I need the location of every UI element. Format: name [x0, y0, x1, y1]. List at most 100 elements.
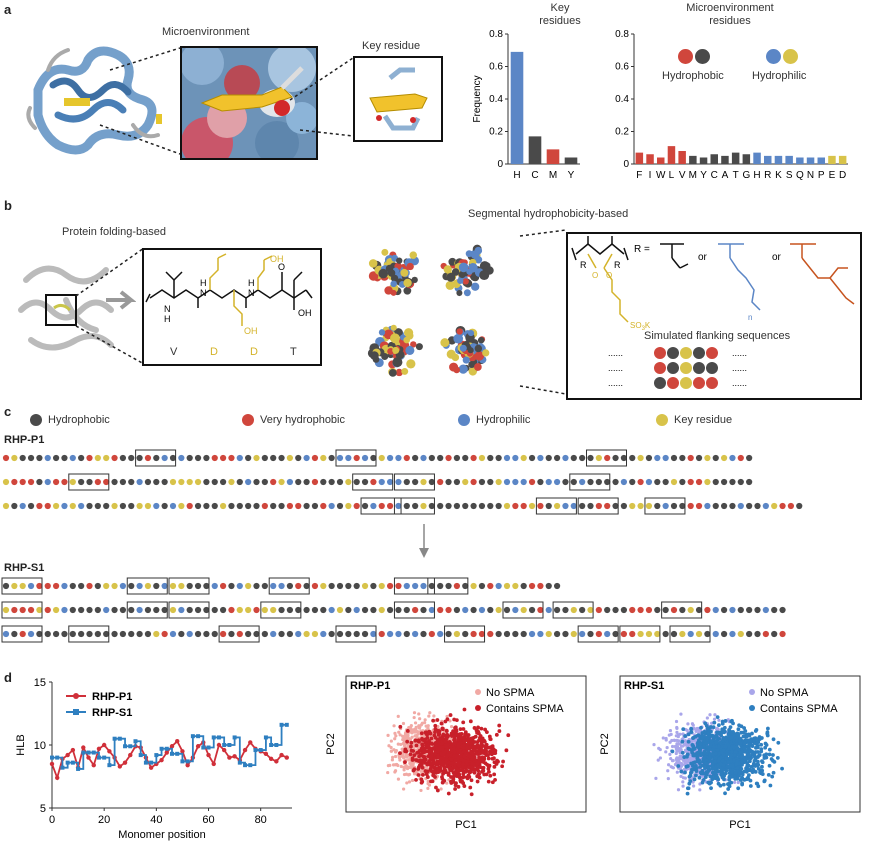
monomer-dot — [395, 630, 402, 638]
chem-or-2: or — [772, 252, 782, 263]
sequence-dot — [680, 347, 692, 359]
monomer-dot — [662, 478, 669, 486]
bar — [510, 51, 524, 164]
monomer-dot — [161, 582, 168, 590]
data-point — [91, 750, 96, 755]
monomer-dot — [554, 478, 561, 486]
monomer-dot — [53, 502, 60, 510]
monomer-dot — [487, 606, 494, 614]
residue-v: V — [170, 346, 178, 358]
data-point — [211, 761, 216, 767]
monomer-dot — [270, 502, 277, 510]
monomer-dot — [595, 502, 602, 510]
monomer-dot — [370, 502, 377, 510]
monomer-dot — [545, 606, 552, 614]
monomer-dot — [44, 454, 51, 462]
monomer-dot — [554, 454, 561, 462]
data-point — [55, 755, 60, 760]
monomer-dot — [320, 478, 327, 486]
monomer-dot — [336, 582, 344, 590]
monomer-dot — [2, 630, 10, 638]
monomer-dot — [245, 630, 252, 638]
monomer-dot — [53, 454, 60, 462]
chem-n-2: N — [200, 288, 207, 298]
panel-c-letter: c — [4, 404, 12, 419]
monomer-structures: R R O O SO3K R = or n or — [571, 236, 855, 332]
monomer-dot — [44, 582, 51, 590]
monomer-dot — [345, 502, 352, 510]
x-tick-label: C — [531, 170, 538, 181]
monomer-dot — [320, 582, 327, 590]
bar — [785, 155, 793, 164]
data-point — [216, 735, 221, 740]
monomer-dot — [2, 582, 10, 590]
key-residue-box — [135, 449, 177, 467]
legend-contains-spma: Contains SPMA — [486, 703, 564, 715]
monomer-dot — [153, 454, 160, 462]
monomer-dot — [303, 478, 310, 486]
monomer-dot — [103, 454, 110, 462]
monomer-dot — [303, 582, 310, 590]
monomer-dot — [103, 502, 110, 510]
key-residue-box — [126, 601, 168, 619]
monomer-dot — [445, 606, 452, 614]
monomer-dot — [370, 606, 377, 614]
monomer-dot — [211, 502, 218, 510]
key-residues-title: Key residues — [539, 2, 581, 27]
monomer-dot — [612, 606, 619, 614]
monomer-dot — [153, 630, 160, 638]
legend-no-spma: No SPMA — [486, 687, 535, 699]
rhp-p1-sequences — [2, 449, 803, 515]
data-point — [86, 750, 91, 755]
monomer-dot — [220, 630, 227, 638]
monomer-dot — [169, 582, 177, 590]
x-tick-label: C — [711, 170, 718, 181]
monomer-dot — [420, 606, 427, 614]
monomer-dot — [520, 478, 527, 486]
monomer-dot — [261, 582, 268, 590]
bar — [796, 157, 804, 164]
monomer-dot — [370, 630, 377, 638]
data-point — [185, 762, 190, 768]
monomer-dot — [545, 478, 552, 486]
monomer-dot — [211, 606, 218, 614]
data-point — [143, 760, 148, 765]
monomer-dot — [19, 630, 26, 638]
monomer-dot — [370, 478, 377, 486]
monomer-dot — [762, 502, 769, 510]
x-tick-label: M — [689, 170, 697, 181]
monomer-dot — [428, 606, 435, 614]
data-point — [284, 755, 289, 760]
monomer-dot — [144, 606, 152, 614]
monomer-dot — [278, 454, 285, 462]
monomer-dot — [445, 630, 452, 638]
monomer-dot — [704, 630, 711, 638]
monomer-dot — [495, 630, 502, 638]
monomer-dot — [512, 454, 519, 462]
monomer-dot — [787, 502, 795, 510]
monomer-dot — [345, 478, 352, 486]
sequence-dot — [693, 377, 705, 389]
data-point — [164, 746, 169, 751]
x-axis-label: Monomer position — [118, 829, 205, 841]
monomer-dot — [554, 606, 561, 614]
data-point — [279, 752, 284, 758]
monomer-dot — [629, 454, 636, 462]
monomer-dot — [562, 606, 569, 614]
monomer-dot — [520, 502, 527, 510]
monomer-dot — [387, 478, 394, 486]
monomer-dot — [746, 454, 753, 462]
monomer-dot — [19, 582, 26, 590]
ellipsis: ...... — [608, 348, 623, 358]
chem-h-1: H — [164, 314, 171, 324]
monomer-dot — [61, 502, 68, 510]
monomer-dot — [612, 478, 619, 486]
hydrophilic-legend-label: Hydrophilic — [752, 70, 807, 82]
sequence-dot — [693, 347, 705, 359]
monomer-dot — [169, 630, 177, 638]
monomer-dot — [378, 454, 385, 462]
monomer-dot — [662, 502, 669, 510]
monomer-dot — [495, 478, 502, 486]
